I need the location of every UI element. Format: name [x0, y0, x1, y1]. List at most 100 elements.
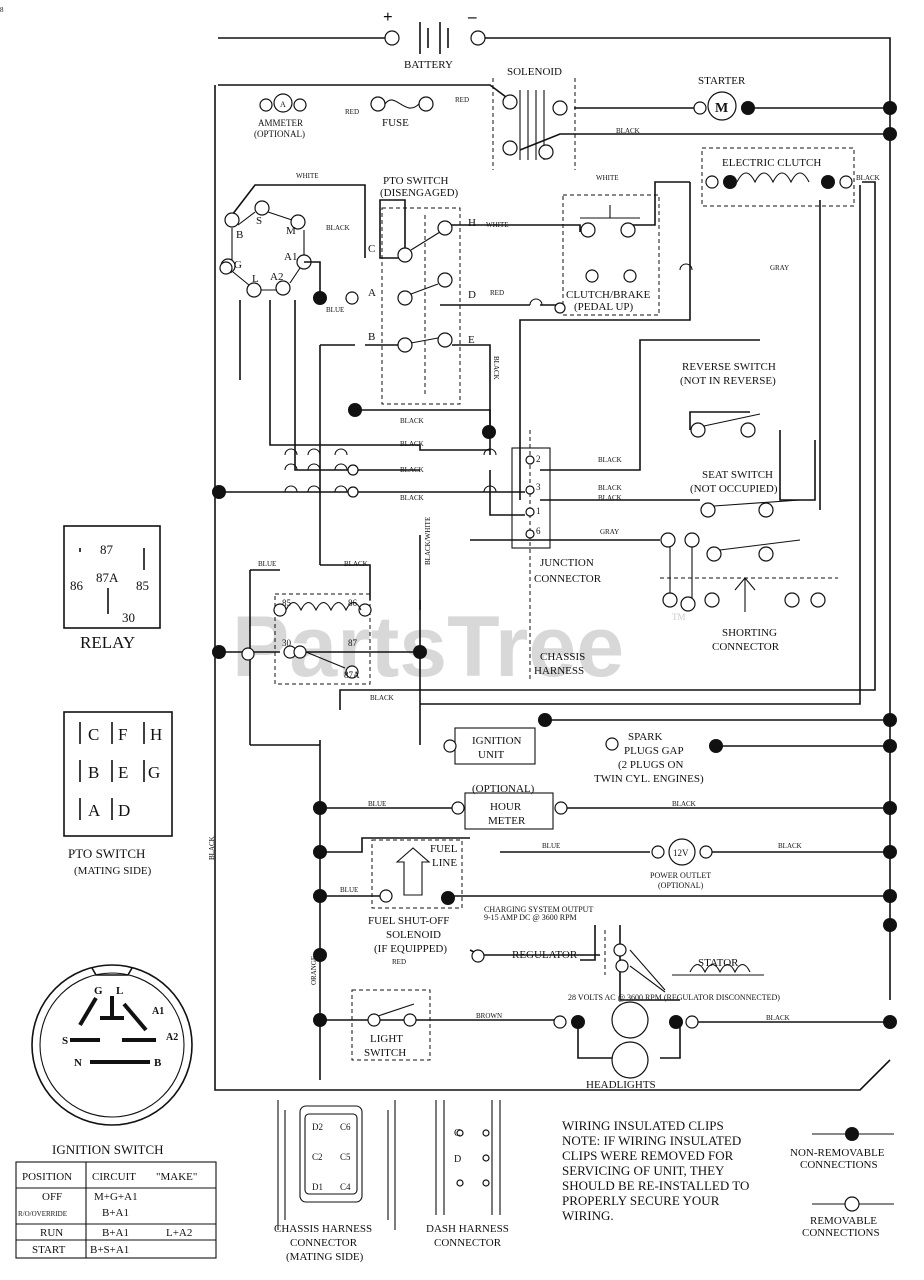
svg-text:C: C	[88, 725, 99, 744]
legend-nonremovable-symbol	[845, 1127, 859, 1141]
svg-text:A2: A2	[166, 1032, 178, 1043]
svg-text:B+A1: B+A1	[102, 1227, 129, 1239]
svg-text:BLUE: BLUE	[542, 842, 560, 850]
svg-text:30: 30	[122, 610, 135, 625]
svg-text:CONNECTOR: CONNECTOR	[434, 1237, 502, 1249]
ignition-switch-title: IGNITION SWITCH	[52, 1142, 164, 1157]
svg-text:LINE: LINE	[432, 857, 457, 869]
svg-text:SPARK: SPARK	[628, 731, 663, 743]
svg-text:CONNECTOR: CONNECTOR	[290, 1237, 358, 1249]
svg-text:FUEL SHUT-OFF: FUEL SHUT-OFF	[368, 915, 449, 927]
solid-connection-dots	[212, 101, 897, 1029]
svg-text:A: A	[88, 801, 101, 820]
starter-symbol: M	[715, 101, 728, 116]
chassis-harness-connector: D2 C6 C2 C5 D1 C4 CHASSIS HARNESS CONNEC…	[274, 1100, 396, 1263]
svg-text:R/O/OVERRIDE: R/O/OVERRIDE	[18, 1210, 67, 1218]
svg-text:S: S	[62, 1035, 68, 1047]
svg-text:BLACK/WHITE: BLACK/WHITE	[424, 517, 432, 565]
svg-text:B+S+A1: B+S+A1	[90, 1244, 129, 1256]
svg-text:HARNESS: HARNESS	[534, 665, 584, 677]
wire-color-labels: WHITE WHITE WHITE RED RED RED RED BLACK …	[208, 96, 880, 1022]
clutch-brake-label: CLUTCH/BRAKE	[566, 289, 651, 301]
svg-text:ORANGE: ORANGE	[310, 956, 318, 985]
svg-text:TWIN CYL. ENGINES): TWIN CYL. ENGINES)	[594, 773, 704, 785]
svg-text:B: B	[88, 763, 99, 782]
svg-text:9-15 AMP DC @ 3600 RPM: 9-15 AMP DC @ 3600 RPM	[484, 913, 577, 922]
svg-text:BLACK: BLACK	[208, 836, 216, 860]
svg-text:H: H	[468, 217, 476, 229]
ignition-terminal-block: B S M G L A1 A2	[220, 200, 327, 305]
fuse-label: FUSE	[382, 117, 409, 129]
svg-text:DASH HARNESS: DASH HARNESS	[426, 1223, 509, 1235]
pto-switch-mating-side: C F H B E G A D PTO SWITCH (MATING SIDE)	[63, 711, 173, 877]
svg-text:C: C	[368, 243, 375, 255]
svg-text:M+G+A1: M+G+A1	[94, 1191, 138, 1203]
svg-text:WHITE: WHITE	[486, 221, 509, 229]
hour-meter: (OPTIONAL) HOUR METER	[451, 783, 568, 830]
svg-text:30: 30	[282, 638, 292, 648]
ignition-unit: IGNITION UNIT	[443, 713, 552, 765]
svg-text:A2: A2	[270, 271, 283, 283]
svg-text:BLACK: BLACK	[766, 1014, 790, 1022]
svg-text:A1: A1	[152, 1006, 164, 1017]
svg-text:85: 85	[136, 578, 149, 593]
svg-text:86: 86	[348, 598, 358, 608]
removable-connectors	[219, 261, 566, 661]
svg-text:CONNECTIONS: CONNECTIONS	[800, 1159, 878, 1171]
regulator: CHARGING SYSTEM OUTPUT 9-15 AMP DC @ 360…	[471, 905, 629, 975]
svg-text:CHARGING SYSTEM OUTPUT: CHARGING SYSTEM OUTPUT	[484, 905, 593, 914]
svg-text:NON-REMOVABLE: NON-REMOVABLE	[790, 1147, 885, 1159]
svg-text:C5: C5	[340, 1152, 351, 1162]
dash-harness-connector: D C DASH HARNESS CONNECTOR	[426, 1100, 509, 1249]
wiring-note: WIRING INSULATED CLIPS NOTE: IF WIRING I…	[562, 1118, 749, 1223]
svg-text:C: C	[454, 1128, 461, 1139]
svg-text:L+A2: L+A2	[166, 1227, 192, 1239]
svg-text:METER: METER	[488, 815, 526, 827]
svg-text:BLACK: BLACK	[856, 174, 880, 182]
svg-text:BLUE: BLUE	[368, 800, 386, 808]
svg-text:D: D	[454, 1154, 461, 1165]
svg-text:BLACK: BLACK	[778, 842, 802, 850]
reverse-switch-label: REVERSE SWITCH	[682, 361, 776, 373]
solenoid: SOLENOID	[492, 66, 576, 170]
svg-text:C6: C6	[340, 1122, 351, 1132]
svg-text:6: 6	[536, 526, 541, 536]
legend: NON-REMOVABLE CONNECTIONS REMOVABLE CONN…	[790, 1127, 894, 1239]
clutch-brake-switch: CLUTCH/BRAKE (PEDAL UP)	[562, 194, 660, 316]
svg-text:1: 1	[536, 506, 541, 516]
svg-text:RED: RED	[490, 289, 504, 297]
svg-text:IGNITION: IGNITION	[472, 735, 522, 747]
svg-text:"MAKE": "MAKE"	[156, 1171, 197, 1183]
legend-removable-symbol	[844, 1196, 860, 1212]
svg-text:POSITION: POSITION	[22, 1171, 72, 1183]
svg-text:D: D	[118, 801, 130, 820]
svg-text:M: M	[286, 225, 296, 237]
svg-text:CHASSIS HARNESS: CHASSIS HARNESS	[274, 1223, 372, 1235]
svg-text:N: N	[74, 1057, 82, 1069]
svg-text:G: G	[94, 985, 103, 997]
svg-text:E: E	[468, 334, 475, 346]
starter: M STARTER	[693, 75, 755, 121]
svg-text:NOTE: IF WIRING INSULATED: NOTE: IF WIRING INSULATED	[562, 1133, 741, 1148]
svg-text:BLUE: BLUE	[340, 886, 358, 894]
svg-text:WHITE: WHITE	[596, 174, 619, 182]
svg-text:WIRING INSULATED CLIPS: WIRING INSULATED CLIPS	[562, 1118, 724, 1133]
svg-text:3: 3	[536, 482, 541, 492]
svg-text:HOUR: HOUR	[490, 801, 522, 813]
ignition-switch-face: G L A1 A2 S N B IGNITION SWITCH	[31, 964, 193, 1157]
svg-text:D: D	[468, 289, 476, 301]
svg-text:BLACK: BLACK	[400, 494, 424, 502]
svg-text:WIRING.: WIRING.	[562, 1208, 614, 1223]
svg-text:GRAY: GRAY	[600, 528, 619, 536]
fuel-shutoff-solenoid: FUEL LINE FUEL SHUT-OFF SOLENOID (IF EQU…	[368, 839, 463, 955]
electric-clutch-label: ELECTRIC CLUTCH	[722, 157, 821, 169]
svg-text:BLACK: BLACK	[598, 456, 622, 464]
chassis-harness-label: CHASSIS	[540, 651, 585, 663]
power-outlet: 12V POWER OUTLET (OPTIONAL)	[650, 838, 713, 890]
svg-text:POWER OUTLET: POWER OUTLET	[650, 871, 711, 880]
svg-text:BLACK: BLACK	[400, 466, 424, 474]
stator: STATOR 28 VOLTS AC @ 3600 RPM (REGULATOR…	[568, 949, 780, 1002]
svg-text:2: 2	[536, 454, 541, 464]
svg-text:D2: D2	[312, 1122, 323, 1132]
relay-pinout: 87 87A 86 85 30 RELAY	[63, 525, 161, 652]
